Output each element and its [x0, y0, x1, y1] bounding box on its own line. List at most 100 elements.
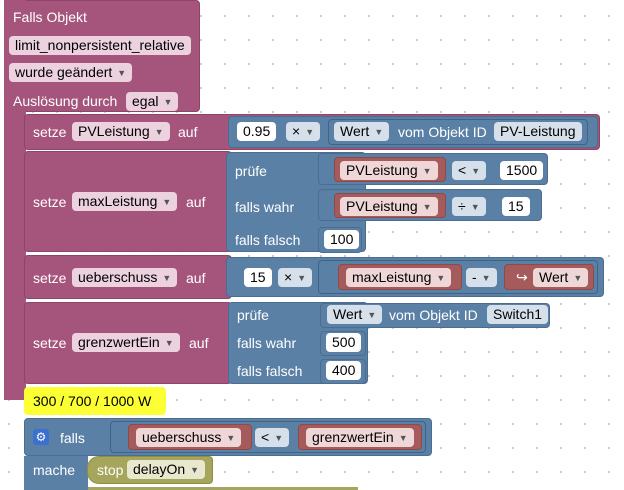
max-var-dropdown[interactable]: maxLeistung ▼: [72, 192, 178, 211]
if-label: falls: [60, 430, 85, 446]
if-false-label: falls falsch: [237, 363, 303, 379]
next-block-edge: [88, 487, 358, 490]
right-var-dropdown[interactable]: grenzwertEin ▼: [306, 428, 414, 447]
chevron-down-icon: ▼: [374, 127, 384, 137]
chevron-down-icon: ▼: [154, 127, 164, 137]
pv-var-value: PVLeistung: [78, 123, 150, 139]
check-label: prüfe: [235, 163, 267, 179]
grenz-var-value: grenzwertEin: [78, 334, 160, 350]
ueber-var-dropdown[interactable]: ueberschuss ▼: [72, 268, 178, 287]
set-label: setze: [33, 270, 67, 286]
chevron-down-icon: ▼: [190, 465, 200, 475]
chevron-down-icon: ▼: [297, 273, 307, 283]
trigger-dropdown[interactable]: egal ▼: [126, 92, 179, 111]
trigger-header: Falls Objekt: [13, 9, 87, 25]
left-var-value: ueberschuss: [142, 429, 222, 445]
chevron-down-icon: ▼: [226, 433, 236, 443]
chevron-down-icon: ▼: [422, 202, 432, 212]
chevron-down-icon: ▼: [471, 166, 481, 176]
chevron-down-icon: ▼: [573, 273, 583, 283]
grenz-object-field[interactable]: Switch1: [487, 305, 549, 324]
grenz-false-field[interactable]: 400: [326, 361, 362, 380]
if-spine: [24, 456, 88, 490]
true-op-dropdown[interactable]: ÷▼: [452, 197, 486, 216]
arrow-icon: ↪: [516, 269, 528, 285]
do-label: mache: [33, 462, 76, 478]
grenz-value-type-value: Wert: [333, 306, 363, 322]
stop-label: stop: [97, 462, 124, 478]
cond-op-value: <: [458, 162, 467, 178]
cond-value-field[interactable]: 1500: [500, 161, 544, 180]
max-var-value: maxLeistung: [78, 193, 158, 209]
right-var-value: grenzwertEin: [312, 429, 394, 445]
cond-var-dropdown[interactable]: PVLeistung ▼: [340, 161, 438, 180]
object-id-field[interactable]: limit_nonpersistent_relative: [9, 36, 191, 55]
chevron-down-icon: ▼: [436, 273, 446, 283]
event-dropdown[interactable]: wurde geändert ▼: [9, 63, 133, 82]
true-var-dropdown[interactable]: PVLeistung ▼: [340, 197, 438, 216]
grenz-var-dropdown[interactable]: grenzwertEin ▼: [72, 333, 180, 352]
trigger-label: Auslösung durch: [13, 93, 118, 109]
left-var-dropdown[interactable]: ueberschuss ▼: [136, 428, 242, 447]
trigger-spine: [4, 0, 26, 400]
trigger-value: egal: [132, 93, 159, 109]
comment-block[interactable]: [24, 387, 166, 415]
cond-op-dropdown[interactable]: <▼: [452, 161, 487, 180]
to-label: auf: [189, 335, 209, 351]
op-dropdown[interactable]: ×▼: [286, 122, 321, 141]
chevron-down-icon: ▼: [305, 127, 315, 137]
value-type-value: Wert: [340, 123, 370, 139]
if-true-label: falls wahr: [235, 199, 295, 215]
value-value: Wert: [539, 269, 569, 285]
ueber-var-value: ueberschuss: [78, 269, 158, 285]
minuend-value: maxLeistung: [352, 269, 432, 285]
if-op-dropdown[interactable]: <▼: [255, 428, 290, 447]
chevron-down-icon: ▼: [162, 273, 172, 283]
ueber-factor-field[interactable]: 15: [244, 268, 272, 287]
minus-op-dropdown[interactable]: -▼: [466, 268, 497, 287]
cond-var-value: PVLeistung: [346, 162, 418, 178]
chevron-down-icon: ▼: [367, 310, 377, 320]
value-type-dropdown[interactable]: Wert ▼: [334, 122, 390, 141]
to-label: auf: [178, 124, 198, 140]
chevron-down-icon: ▼: [398, 433, 408, 443]
set-label: setze: [33, 194, 67, 210]
timer-dropdown[interactable]: delayOn ▼: [127, 460, 206, 479]
factor-field[interactable]: 0.95: [237, 122, 277, 141]
chevron-down-icon: ▼: [164, 338, 174, 348]
minus-op-value: -: [472, 269, 477, 285]
value-dropdown[interactable]: Wert ▼: [533, 268, 589, 287]
ueber-op-dropdown[interactable]: ×▼: [278, 268, 313, 287]
false-value-field[interactable]: 100: [324, 230, 360, 249]
chevron-down-icon: ▼: [470, 202, 480, 212]
grenz-value-type-dropdown[interactable]: Wert ▼: [327, 305, 383, 324]
grenz-true-field[interactable]: 500: [326, 333, 362, 352]
if-op-value: <: [261, 429, 270, 445]
from-object-label: vom Objekt ID: [389, 307, 478, 323]
chevron-down-icon: ▼: [422, 166, 432, 176]
true-var-value: PVLeistung: [346, 198, 418, 214]
set-label: setze: [33, 335, 67, 351]
set-label: setze: [33, 124, 67, 140]
check-label: prüfe: [237, 307, 269, 323]
pv-var-dropdown[interactable]: PVLeistung ▼: [72, 122, 170, 141]
if-false-label: falls falsch: [235, 232, 301, 248]
chevron-down-icon: ▼: [274, 433, 284, 443]
chevron-down-icon: ▼: [163, 97, 173, 107]
to-label: auf: [186, 194, 206, 210]
from-object-label: vom Objekt ID: [398, 124, 487, 140]
true-op-value: ÷: [458, 198, 466, 214]
gear-icon[interactable]: ⚙: [33, 429, 49, 445]
if-true-label: falls wahr: [237, 335, 297, 351]
minuend-dropdown[interactable]: maxLeistung ▼: [346, 268, 452, 287]
comment-text: 300 / 700 / 1000 W: [33, 393, 152, 409]
timer-value: delayOn: [133, 461, 186, 477]
chevron-down-icon: ▼: [117, 68, 127, 78]
object-field[interactable]: PV-Leistung: [494, 122, 582, 141]
ueber-op-value: ×: [284, 269, 293, 285]
to-label: auf: [186, 270, 206, 286]
event-value: wurde geändert: [15, 64, 113, 80]
true-value-field[interactable]: 15: [502, 197, 530, 216]
chevron-down-icon: ▼: [162, 197, 172, 207]
op-value: ×: [292, 123, 301, 139]
